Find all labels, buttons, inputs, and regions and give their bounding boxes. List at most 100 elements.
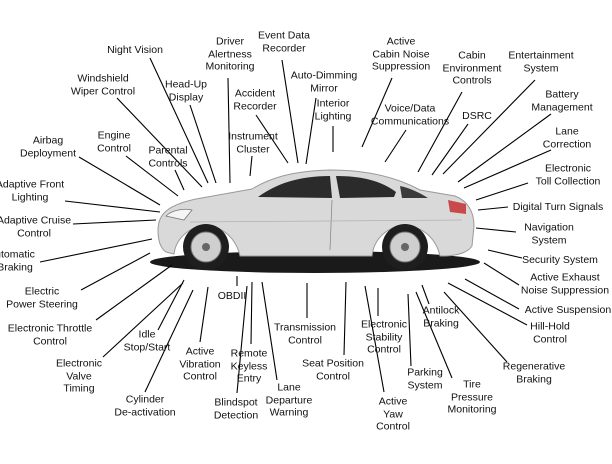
label-parking-system: Parking System — [407, 366, 443, 392]
label-electronic-throttle: Electronic Throttle Control — [7, 322, 93, 348]
leader-airbag — [78, 156, 161, 206]
leader-navigation — [475, 227, 517, 233]
label-instrument-cluster: Instrument Cluster — [228, 130, 278, 156]
leader-adaptive-front-lighting — [64, 200, 161, 213]
leader-instrument-cluster — [249, 155, 253, 177]
label-parental-controls: Parental Controls — [148, 144, 188, 170]
label-active-vibration: Active Vibration Control — [179, 345, 221, 383]
label-entertainment: Entertainment System — [508, 49, 574, 75]
leader-lane-correction — [463, 149, 552, 189]
label-cabin-environment: Cabin Environment Controls — [442, 49, 502, 87]
label-lane-correction: Lane Correction — [542, 125, 592, 151]
label-event-data-recorder: Event Data Recorder — [258, 29, 310, 55]
leader-active-vibration — [199, 286, 209, 343]
label-lane-departure: Lane Departure Warning — [265, 381, 313, 419]
leader-electric-power-steering — [80, 252, 151, 291]
label-airbag: Airbag Deployment — [19, 134, 77, 160]
leader-electronic-valve-timing — [102, 282, 184, 358]
label-voice-data: Voice/Data Communications — [370, 102, 450, 128]
leader-blindspot-detection — [236, 285, 248, 394]
leader-electronic-toll — [475, 182, 529, 201]
leader-idle-stop-start — [157, 279, 185, 331]
leader-lines — [39, 57, 552, 394]
label-active-yaw: Active Yaw Control — [376, 395, 410, 433]
leader-digital-turn-signals — [477, 206, 509, 211]
headlight — [165, 208, 193, 221]
leader-accident-recorder — [255, 114, 289, 164]
leader-automatic-braking — [39, 238, 153, 263]
rear-window — [400, 186, 428, 198]
label-cylinder-deactivation: Cylinder De-activation — [114, 393, 176, 419]
leader-battery-management — [457, 113, 552, 183]
label-regenerative-braking: Regenerative Braking — [502, 360, 566, 386]
label-accident-recorder: Accident Recorder — [233, 87, 277, 113]
label-remote-keyless: Remote Keyless Entry — [230, 347, 268, 385]
leader-remote-keyless — [250, 281, 253, 345]
leader-voice-data — [384, 129, 407, 163]
leader-parental-controls — [174, 169, 185, 191]
label-driver-alertness: Driver Alertness Monitoring — [205, 35, 255, 73]
leader-active-exhaust — [483, 262, 520, 286]
label-blindspot-detection: Blindspot Detection — [213, 396, 259, 422]
door-line — [329, 199, 333, 251]
leader-antilock-braking — [421, 284, 430, 305]
side-crease — [189, 219, 463, 223]
leader-active-suspension — [464, 278, 520, 310]
label-active-exhaust: Active Exhaust Noise Suppression — [520, 271, 610, 297]
leader-event-data-recorder — [281, 59, 299, 164]
label-idle-stop-start: Idle Stop/Start — [123, 328, 171, 354]
label-obdii: OBDII — [217, 289, 247, 302]
label-windshield-wiper: Windshield Wiper Control — [70, 72, 136, 98]
leader-parking-system — [407, 293, 412, 367]
label-electric-power-steering: Electric Power Steering — [6, 285, 78, 311]
leader-cylinder-deactivation — [144, 289, 194, 393]
label-active-cabin-noise: Active Cabin Noise Suppression — [371, 35, 431, 73]
leader-auto-dimming-mirror — [305, 97, 317, 165]
leader-regenerative-braking — [443, 291, 508, 363]
leader-lane-departure — [261, 281, 278, 381]
car-windows — [258, 176, 396, 198]
car-illustration — [150, 169, 480, 273]
label-hill-hold: Hill-Hold Control — [530, 320, 570, 346]
leader-electronic-throttle — [95, 264, 173, 321]
leader-engine-control — [125, 155, 179, 197]
label-auto-dimming-mirror: Auto-Dimming Mirror — [290, 69, 358, 95]
label-active-suspension: Active Suspension — [524, 303, 612, 316]
leader-security-system — [487, 249, 523, 259]
label-transmission-control: Transmission Control — [273, 321, 337, 347]
label-dsrc: DSRC — [462, 109, 492, 122]
rear-wheel — [382, 224, 428, 270]
leader-head-up-display — [189, 104, 217, 184]
front-wheel — [183, 224, 229, 270]
label-interior-lighting: Interior Lighting — [314, 97, 352, 123]
label-electronic-toll: Electronic Toll Collection — [535, 162, 601, 188]
label-security-system: Security System — [522, 253, 598, 266]
label-automatic-braking: utomatic Braking — [0, 248, 35, 274]
leader-cabin-environment — [417, 91, 463, 173]
leader-tire-pressure — [415, 291, 453, 379]
leader-adaptive-cruise — [72, 219, 157, 225]
label-adaptive-cruise: Adaptive Cruise Control — [0, 214, 72, 240]
label-adaptive-front-lighting: Adaptive Front Lighting — [0, 178, 65, 204]
label-electronic-valve-timing: Electronic Valve Timing — [55, 357, 103, 395]
label-digital-turn-signals: Digital Turn Signals — [512, 200, 604, 213]
label-battery-management: Battery Management — [531, 88, 593, 114]
label-navigation: Navigation System — [524, 221, 574, 247]
label-head-up-display: Head-Up Display — [164, 78, 208, 104]
label-engine-control: Engine Control — [97, 129, 131, 155]
label-electronic-stability: Electronic Stability Control — [360, 318, 408, 356]
label-seat-position: Seat Position Control — [302, 357, 364, 383]
label-night-vision: Night Vision — [107, 43, 163, 56]
taillight — [448, 200, 466, 214]
leader-night-vision — [149, 57, 209, 184]
leader-active-cabin-noise — [361, 77, 393, 148]
leader-driver-alertness — [227, 77, 231, 184]
leader-seat-position — [343, 281, 347, 356]
leader-windshield-wiper — [116, 97, 203, 188]
label-antilock-braking: Antilock Braking — [422, 304, 460, 330]
leader-hill-hold — [447, 282, 528, 326]
leader-entertainment — [442, 79, 536, 175]
label-tire-pressure: Tire Pressure Monitoring — [447, 378, 497, 416]
